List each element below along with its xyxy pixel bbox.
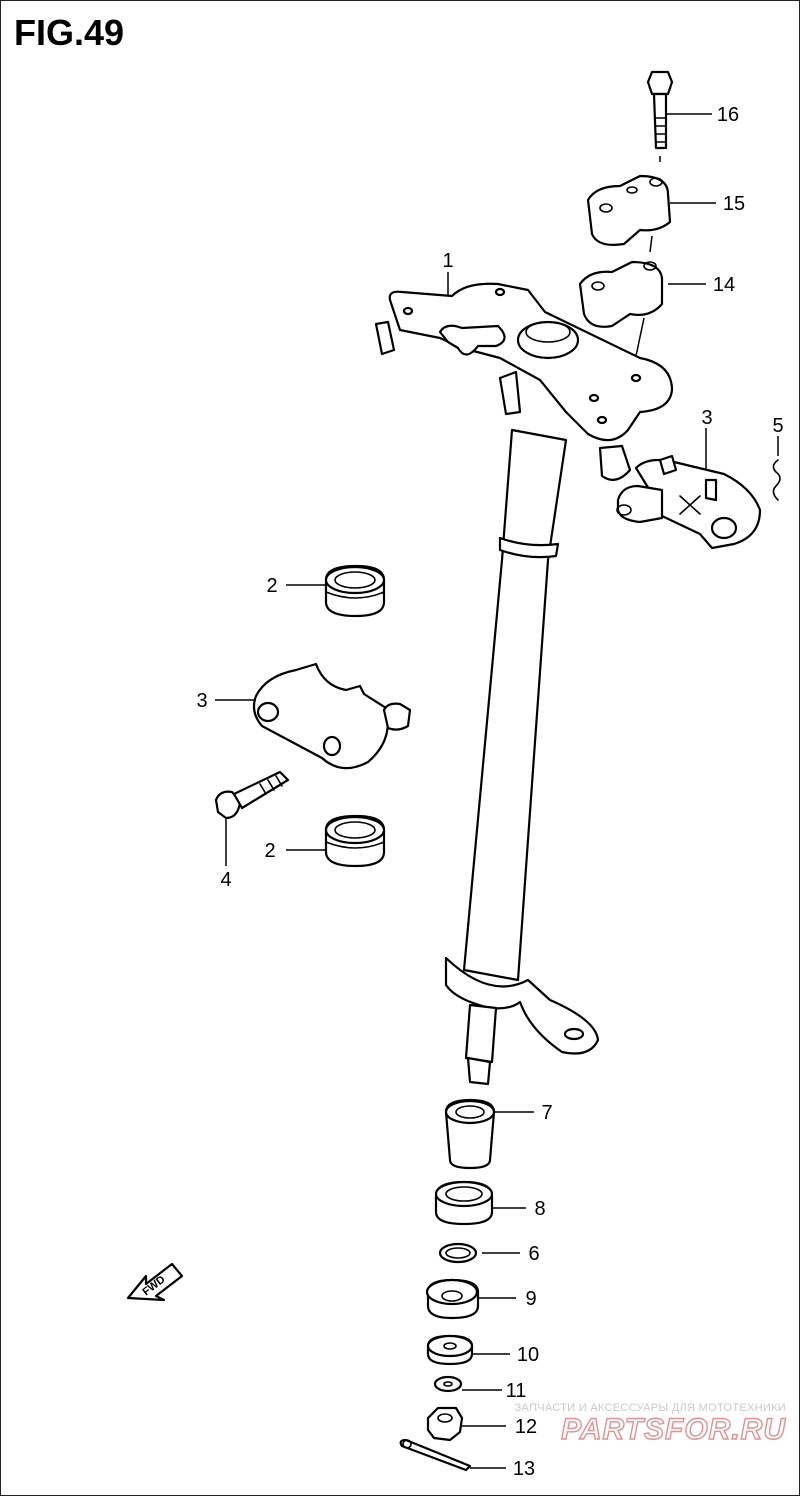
cushion-part-9 xyxy=(425,1278,480,1320)
steering-shaft xyxy=(444,428,600,1086)
callout-11: 11 xyxy=(506,1380,527,1402)
lower-holder-part-14 xyxy=(578,260,664,328)
washer-part-11 xyxy=(433,1375,463,1393)
clamp-part-3-right xyxy=(616,454,762,550)
callout-1: 1 xyxy=(442,250,453,272)
steering-bracket xyxy=(374,282,674,481)
callout-12: 12 xyxy=(515,1416,537,1438)
watermark-tagline: ЗАПЧАСТИ И АКСЕССУАРЫ ДЛЯ МОТОТЕХНИКИ xyxy=(514,1402,786,1414)
callout-2-upper: 2 xyxy=(266,575,277,597)
callout-16: 16 xyxy=(717,104,739,126)
cotter-pin-part-13 xyxy=(399,1438,472,1472)
callout-3-right: 3 xyxy=(701,407,712,429)
callout-8: 8 xyxy=(534,1198,545,1220)
callout-3-left: 3 xyxy=(196,690,207,712)
callout-5: 5 xyxy=(772,415,783,437)
callout-13: 13 xyxy=(513,1458,535,1480)
figure-title: FIG.49 xyxy=(14,12,125,53)
nut-part-12 xyxy=(426,1406,464,1442)
bolt-part-4 xyxy=(214,770,290,820)
callout-14: 14 xyxy=(713,274,735,296)
o-ring-part-6 xyxy=(438,1242,478,1264)
callout-10: 10 xyxy=(517,1344,539,1366)
callout-2-lower: 2 xyxy=(264,840,275,862)
callout-15: 15 xyxy=(723,193,745,215)
bolt-part-16 xyxy=(646,70,674,150)
cotter-pin-part-5 xyxy=(772,459,781,501)
washer-part-10 xyxy=(426,1334,474,1366)
watermark: ЗАПЧАСТИ И АКСЕССУАРЫ ДЛЯ МОТОТЕХНИКИ PA… xyxy=(515,1402,786,1446)
bushing-part-7 xyxy=(444,1098,496,1170)
collar-part-2-lower xyxy=(324,814,386,868)
collar-part-2-upper xyxy=(324,564,386,618)
callout-6: 6 xyxy=(528,1243,539,1265)
clamp-part-3-left xyxy=(252,662,412,770)
callout-7: 7 xyxy=(541,1102,552,1124)
seal-part-8 xyxy=(434,1180,494,1226)
upper-holder-part-15 xyxy=(586,174,672,246)
callout-4: 4 xyxy=(220,869,231,891)
watermark-logo: PARTSFOR.RU xyxy=(560,1413,786,1446)
fwd-arrow-icon: FWD xyxy=(126,1262,184,1302)
callout-9: 9 xyxy=(525,1288,536,1310)
